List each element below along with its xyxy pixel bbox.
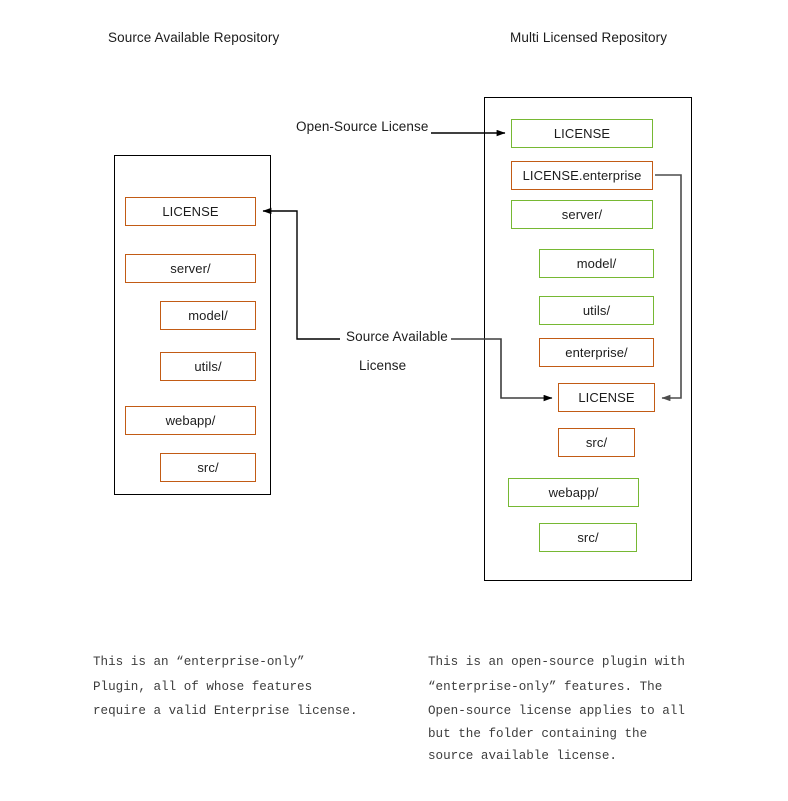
left-node-src[interactable]: src/	[160, 453, 256, 482]
right-node-src-webapp[interactable]: src/	[539, 523, 637, 552]
left-node-webapp[interactable]: webapp/	[125, 406, 256, 435]
left-node-license[interactable]: LICENSE	[125, 197, 256, 226]
right-node-license-oss[interactable]: LICENSE	[511, 119, 653, 148]
wire-source-available-to-left-license	[262, 207, 340, 340]
right-node-license-source-available[interactable]: LICENSE	[558, 383, 655, 412]
left-node-utils[interactable]: utils/	[160, 352, 256, 381]
right-node-src-enterprise[interactable]: src/	[558, 428, 635, 457]
right-node-webapp[interactable]: webapp/	[508, 478, 639, 507]
edge-label-source-available: Source Available	[343, 329, 451, 344]
edge-label-source-available-line2: License	[356, 358, 410, 373]
right-caption-bottom: but the folder containing the source ava…	[428, 727, 648, 763]
right-caption-top: This is an open-source plugin with “ente…	[428, 655, 685, 718]
left-node-model[interactable]: model/	[160, 301, 256, 330]
right-node-utils[interactable]: utils/	[539, 296, 654, 325]
right-repo-title: Multi Licensed Repository	[510, 30, 668, 45]
right-node-license-enterprise[interactable]: LICENSE.enterprise	[511, 161, 653, 190]
left-repo-title: Source Available Repository	[108, 30, 280, 45]
right-node-enterprise[interactable]: enterprise/	[539, 338, 654, 367]
right-node-server[interactable]: server/	[511, 200, 653, 229]
left-node-server[interactable]: server/	[125, 254, 256, 283]
right-node-model[interactable]: model/	[539, 249, 654, 278]
edge-label-open-source-license: Open-Source License	[293, 119, 432, 134]
left-caption: This is an “enterprise-only” Plugin, all…	[93, 655, 358, 718]
